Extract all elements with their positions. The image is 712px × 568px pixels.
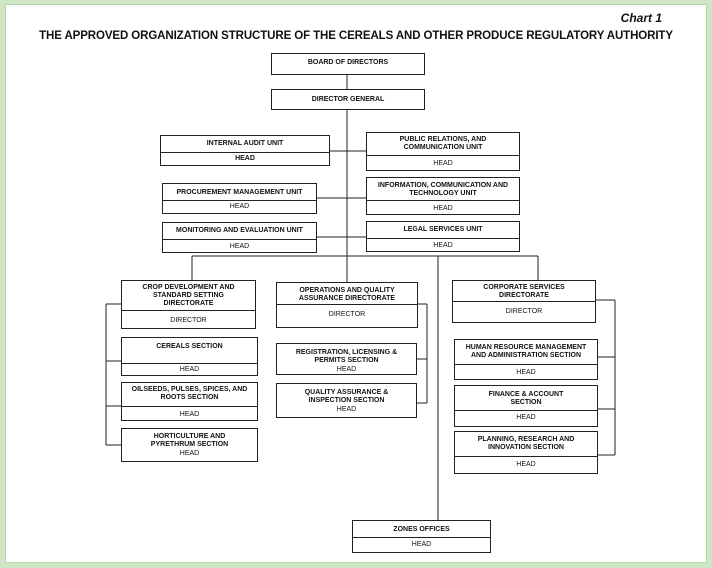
monitoring-label: MONITORING AND EVALUATION UNIT <box>176 227 303 234</box>
crop-development-directorate-box: CROP DEVELOPMENT AND STANDARD SETTING DI… <box>121 280 256 329</box>
chart-label: Chart 1 <box>620 11 662 25</box>
planning-section-box: PLANNING, RESEARCH AND INNOVATION SECTIO… <box>454 431 598 474</box>
corporate-services-directorate-box: CORPORATE SERVICES DIRECTORATE DIRECTOR <box>452 280 596 323</box>
finance-section-box: FINANCE & ACCOUNT SECTION HEAD <box>454 385 598 427</box>
public-relations-label: PUBLIC RELATIONS, AND COMMUNICATION UNIT <box>399 136 487 151</box>
oilseeds-role: HEAD <box>179 411 200 418</box>
cereals-label: CEREALS SECTION <box>156 343 223 350</box>
operations-role: DIRECTOR <box>328 311 366 318</box>
hr-label: HUMAN RESOURCE MANAGEMENT AND ADMINISTRA… <box>465 344 587 359</box>
crop-development-label: CROP DEVELOPMENT AND STANDARD SETTING DI… <box>142 284 235 307</box>
horticulture-label: HORTICULTURE AND PYRETHRUM SECTION <box>150 433 229 448</box>
planning-role: HEAD <box>516 461 536 468</box>
monitoring-evaluation-box: MONITORING AND EVALUATION UNIT HEAD <box>162 222 317 253</box>
public-relations-role: HEAD <box>433 160 453 167</box>
public-relations-box: PUBLIC RELATIONS, AND COMMUNICATION UNIT… <box>366 132 520 171</box>
zones-role: HEAD <box>411 541 432 548</box>
zones-offices-box: ZONES OFFICES HEAD <box>352 520 491 553</box>
chart-title: THE APPROVED ORGANIZATION STRUCTURE OF T… <box>39 30 673 42</box>
registration-section-box: REGISTRATION, LICENSING & PERMITS SECTIO… <box>276 343 417 375</box>
hr-role: HEAD <box>516 369 536 376</box>
crop-development-role: DIRECTOR <box>170 317 207 324</box>
qa-inspection-section-box: QUALITY ASSURANCE & INSPECTION SECTION H… <box>276 383 417 418</box>
operations-label: OPERATIONS AND QUALITY ASSURANCE DIRECTO… <box>298 287 396 302</box>
registration-label: REGISTRATION, LICENSING & PERMITS SECTIO… <box>295 349 398 364</box>
qa-inspection-label: QUALITY ASSURANCE & INSPECTION SECTION <box>304 389 389 404</box>
finance-label: FINANCE & ACCOUNT SECTION <box>488 391 564 406</box>
horticulture-section-box: HORTICULTURE AND PYRETHRUM SECTION HEAD <box>121 428 258 462</box>
internal-audit-box: INTERNAL AUDIT UNIT HEAD <box>160 135 330 166</box>
ict-role: HEAD <box>433 205 453 212</box>
corporate-role: DIRECTOR <box>505 308 543 315</box>
connector-lines <box>105 75 616 520</box>
director-general-label: DIRECTOR GENERAL <box>311 96 385 103</box>
corporate-label: CORPORATE SERVICES DIRECTORATE <box>483 284 565 299</box>
legal-label: LEGAL SERVICES UNIT <box>403 226 483 233</box>
cereals-role: HEAD <box>179 366 200 373</box>
operations-directorate-box: OPERATIONS AND QUALITY ASSURANCE DIRECTO… <box>276 282 418 328</box>
procurement-role: HEAD <box>229 203 250 210</box>
registration-role: HEAD <box>336 366 357 373</box>
internal-audit-role: HEAD <box>235 155 255 162</box>
board-label: BOARD OF DIRECTORS <box>307 59 389 66</box>
finance-role: HEAD <box>516 414 536 421</box>
board-of-directors-box: BOARD OF DIRECTORS <box>271 53 425 75</box>
planning-label: PLANNING, RESEARCH AND INNOVATION SECTIO… <box>477 436 575 451</box>
zones-label: ZONES OFFICES <box>393 526 450 533</box>
horticulture-role: HEAD <box>179 450 200 457</box>
oilseeds-label: OILSEEDS, PULSES, SPICES, AND ROOTS SECT… <box>131 386 248 401</box>
ict-box: INFORMATION, COMMUNICATION AND TECHNOLOG… <box>366 177 520 215</box>
director-general-box: DIRECTOR GENERAL <box>271 89 425 110</box>
legal-services-box: LEGAL SERVICES UNIT HEAD <box>366 221 520 252</box>
org-chart-page: Chart 1 THE APPROVED ORGANIZATION STRUCT… <box>5 4 707 563</box>
oilseeds-section-box: OILSEEDS, PULSES, SPICES, AND ROOTS SECT… <box>121 382 258 421</box>
hr-section-box: HUMAN RESOURCE MANAGEMENT AND ADMINISTRA… <box>454 339 598 380</box>
procurement-box: PROCUREMENT MANAGEMENT UNIT HEAD <box>162 183 317 214</box>
procurement-label: PROCUREMENT MANAGEMENT UNIT <box>176 189 303 196</box>
internal-audit-label: INTERNAL AUDIT UNIT <box>206 140 284 147</box>
qa-inspection-role: HEAD <box>336 406 357 413</box>
ict-label: INFORMATION, COMMUNICATION AND TECHNOLOG… <box>377 182 509 197</box>
legal-role: HEAD <box>433 242 453 249</box>
monitoring-role: HEAD <box>229 243 250 250</box>
cereals-section-box: CEREALS SECTION HEAD <box>121 337 258 376</box>
